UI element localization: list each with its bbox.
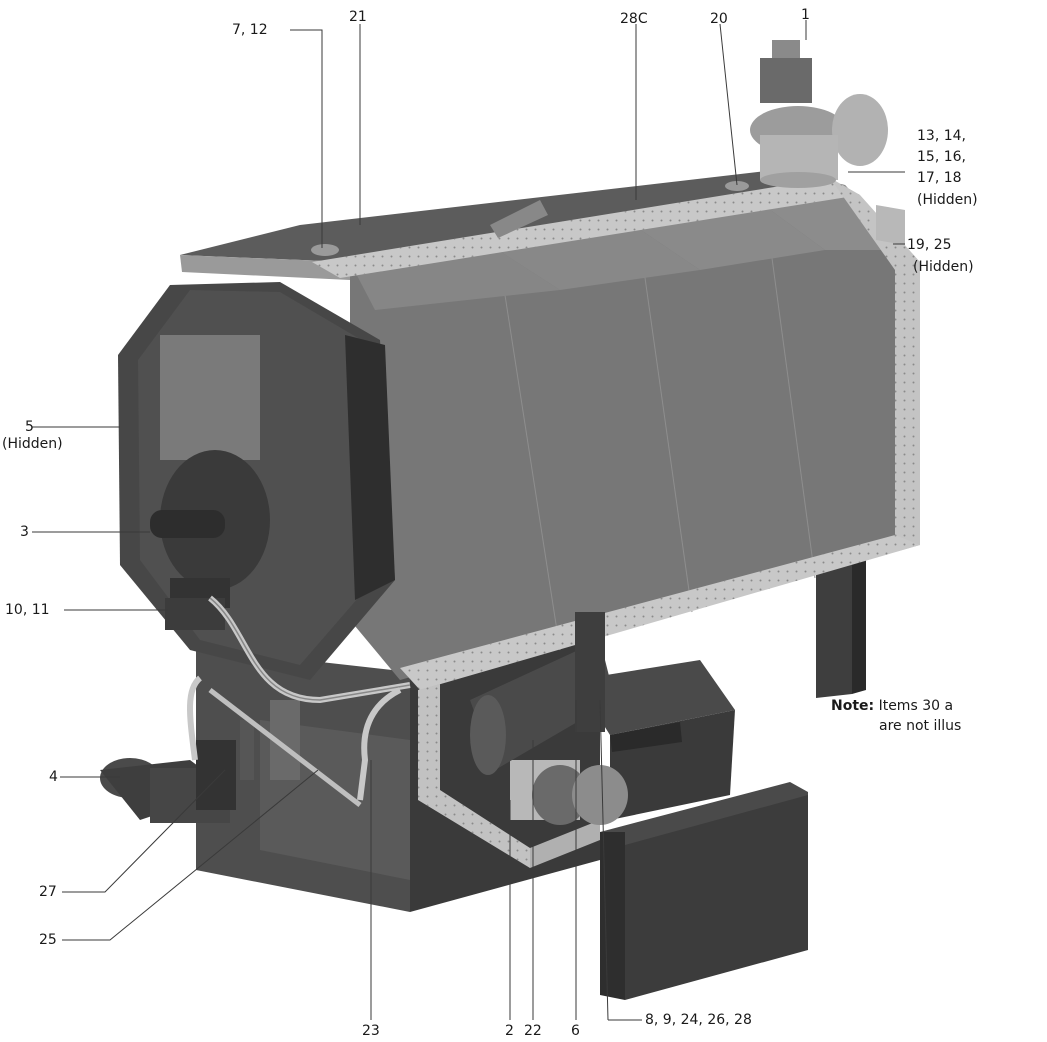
callout-hidden: (Hidden) [917, 192, 978, 208]
support-leg [816, 548, 852, 698]
callout-4: 4 [49, 769, 58, 785]
callout-22: 22 [524, 1023, 542, 1039]
auger-assembly [510, 660, 808, 1000]
callout-17-18: 17, 18 [917, 170, 962, 186]
callout-1: 1 [801, 7, 810, 23]
callout-10-11: 10, 11 [5, 602, 50, 618]
callout-23: 23 [362, 1023, 380, 1039]
exhaust-fan [750, 40, 888, 188]
callout-hidden: (Hidden) [2, 436, 63, 452]
callout-19-25: 19, 25 [907, 237, 952, 253]
callout-13-14: 13, 14, [917, 128, 966, 144]
note-text: Note: Items 30 a are not illus [831, 696, 961, 736]
callout-28c: 28C [620, 11, 648, 27]
callout-2: 2 [505, 1023, 514, 1039]
callout-27: 27 [39, 884, 57, 900]
note-line-1: Items 30 a [878, 698, 954, 714]
callout-6: 6 [571, 1023, 580, 1039]
callout-7-12: 7, 12 [232, 22, 268, 38]
main-body [350, 185, 905, 680]
callout-3: 3 [20, 524, 29, 540]
callout-20: 20 [710, 11, 728, 27]
callout-15-16: 15, 16, [917, 149, 966, 165]
callout-hidden: (Hidden) [913, 259, 974, 275]
callout-21: 21 [349, 9, 367, 25]
callout-8-9-24-26-28: 8, 9, 24, 26, 28 [645, 1012, 752, 1028]
note-prefix: Note: [831, 698, 875, 714]
leader-lines [32, 20, 905, 1021]
callout-5: 5 [25, 419, 34, 435]
callout-25: 25 [39, 932, 57, 948]
burner-tube [150, 510, 225, 538]
note-line-2: are not illus [879, 718, 962, 734]
drive-motor [100, 740, 236, 823]
